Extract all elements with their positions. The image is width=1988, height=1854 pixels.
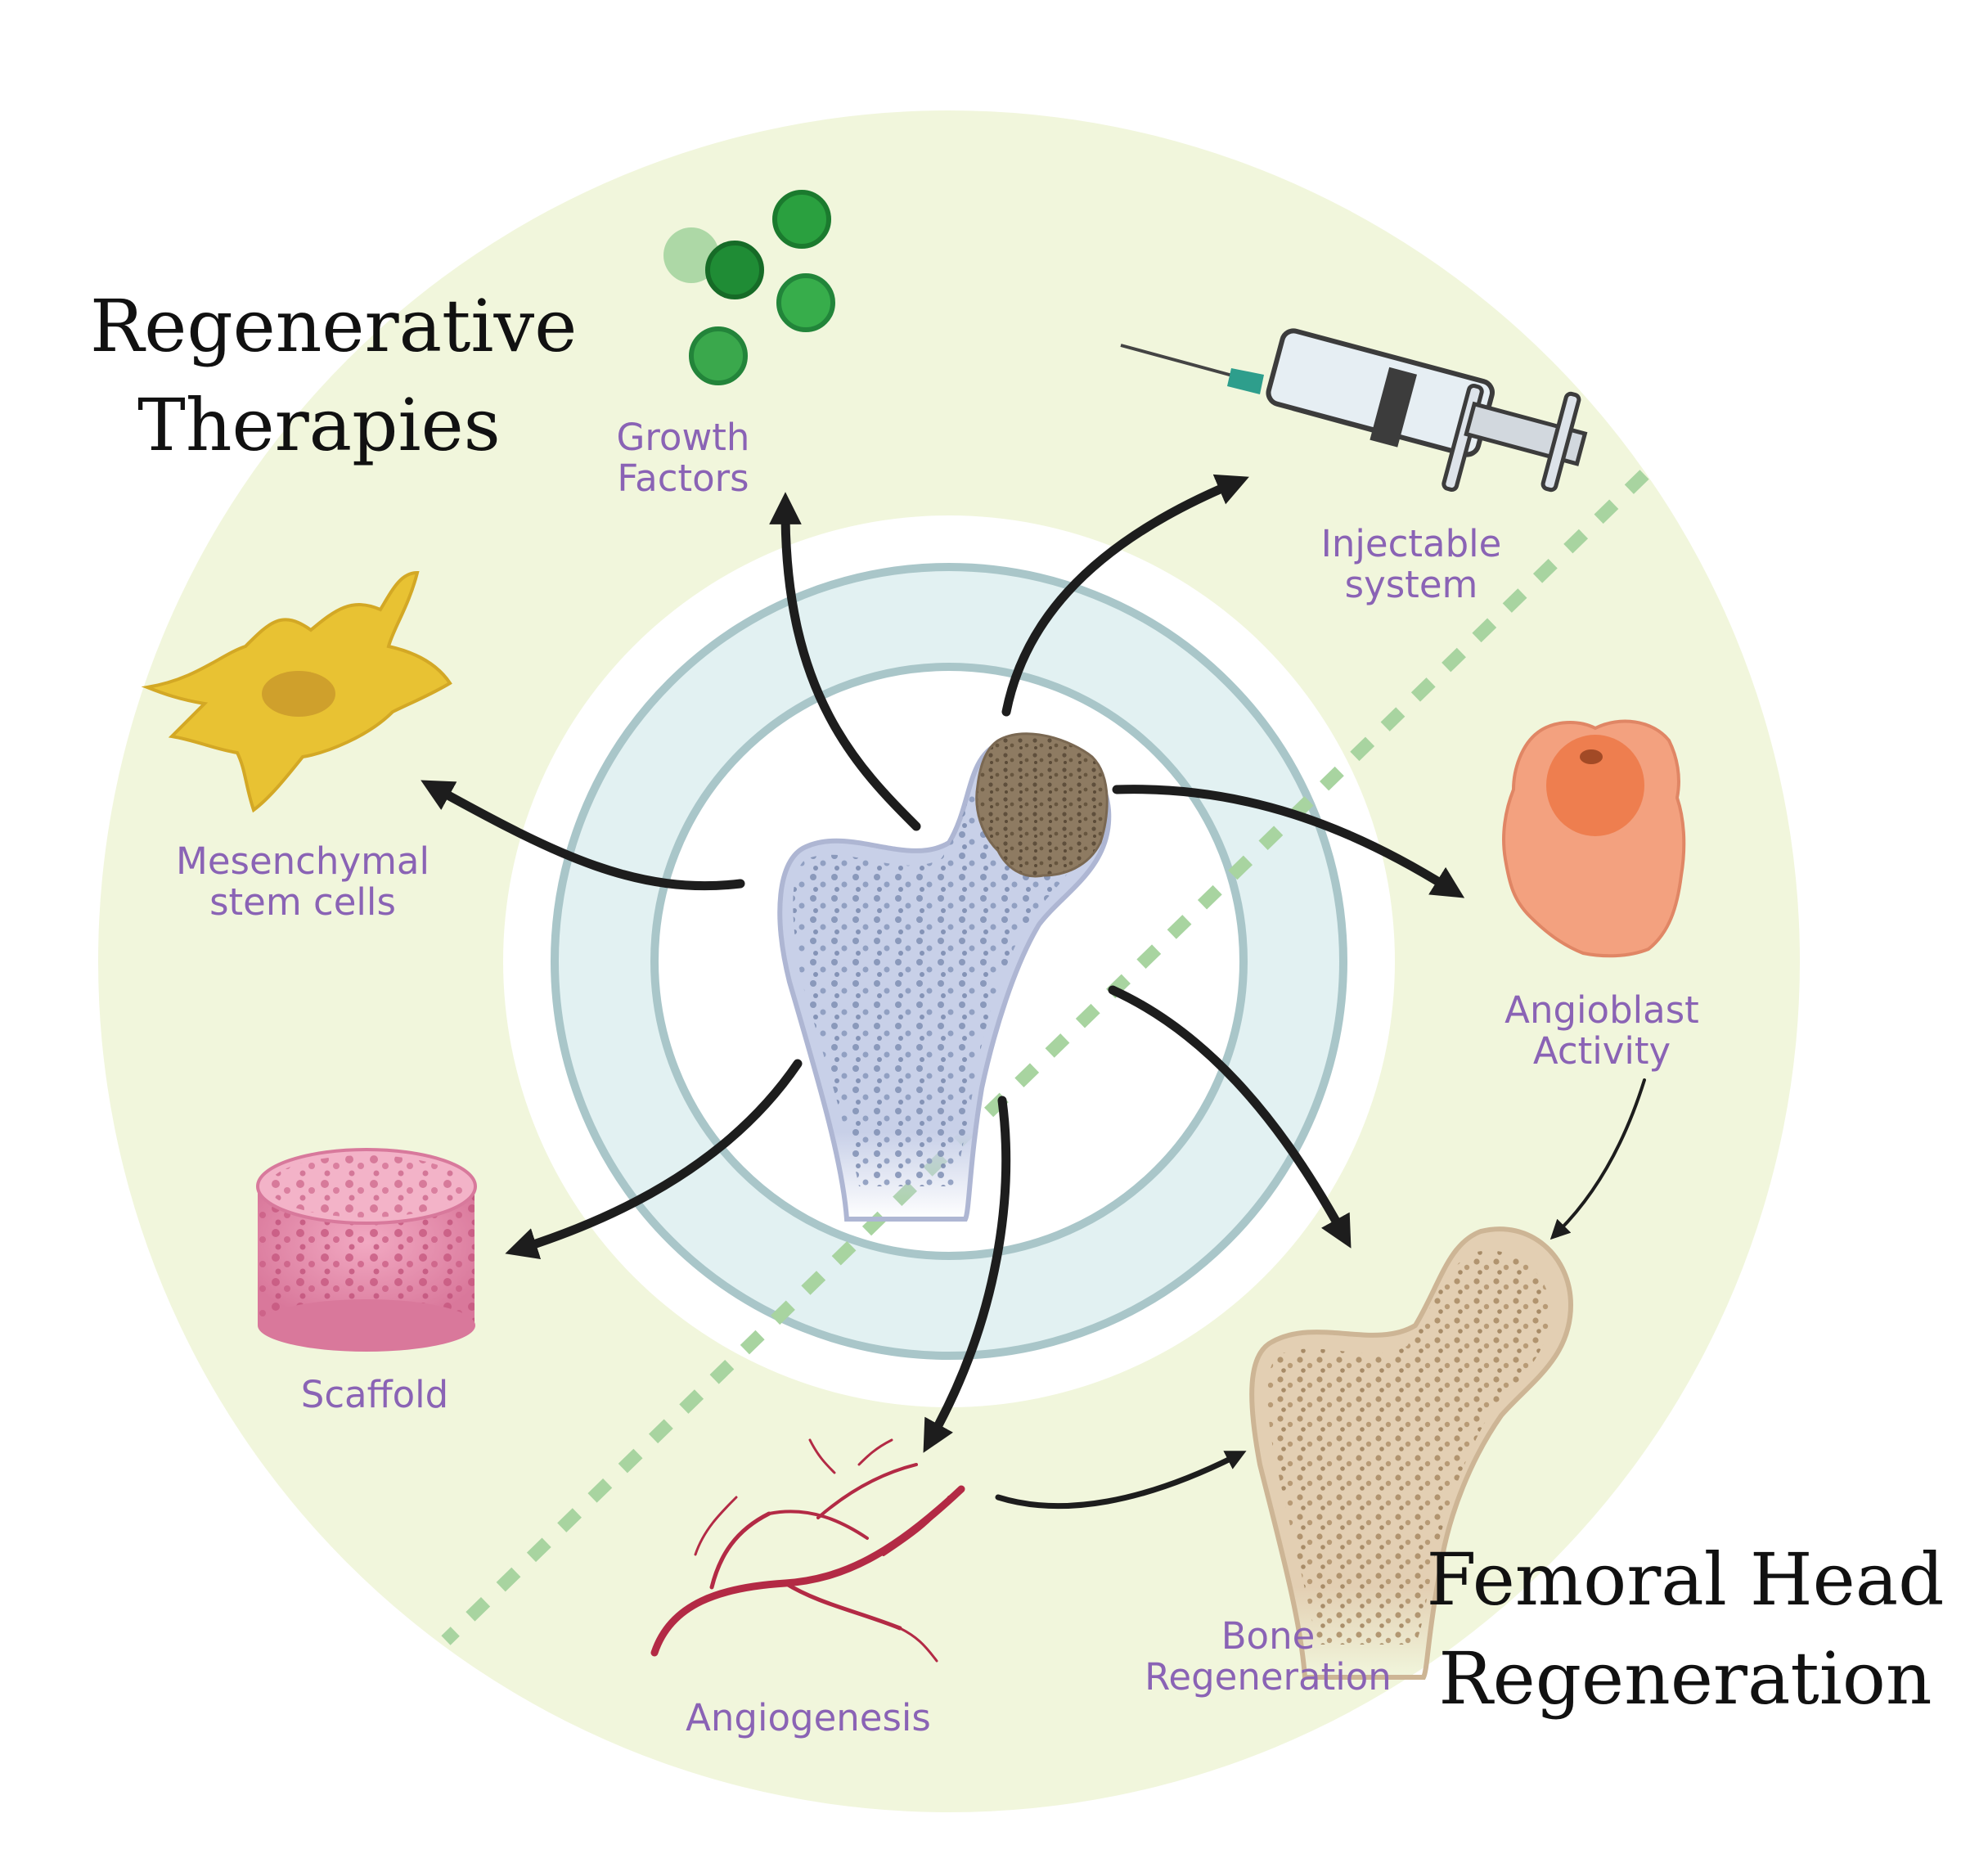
title-right-line-1: Femoral Head	[1426, 1537, 1945, 1622]
arrow-to-growth-factors	[769, 492, 921, 831]
title-femoral-head-regeneration: Femoral Head Regeneration	[1424, 1530, 1947, 1729]
regenerated-femur-icon	[1249, 1226, 1574, 1680]
arrow-to-bone-regeneration	[1108, 985, 1352, 1249]
arrow-to-scaffold	[505, 1059, 803, 1259]
label-angiogenesis: Angiogenesis	[686, 1696, 931, 1739]
title-left-line-2: Therapies	[137, 383, 501, 468]
mesenchymal-stem-cell-icon	[141, 570, 452, 813]
arrows	[421, 474, 1646, 1510]
arrow-to-angioblast	[1112, 785, 1465, 898]
growth-factors-icon	[663, 190, 835, 385]
label-mesenchymal-stem-cells: Mesenchymal stem cells	[176, 839, 430, 924]
blood-vessel-icon	[650, 1438, 965, 1663]
angioblast-icon	[1502, 719, 1686, 958]
label-bone-regeneration: Bone Regeneration	[1145, 1614, 1392, 1699]
central-femur-icon	[777, 732, 1112, 1222]
arrow-to-angiogenesis	[923, 1096, 1011, 1453]
arrow-to-stem-cells	[421, 780, 745, 891]
syringe-icon	[1120, 328, 1588, 493]
label-scaffold: Scaffold	[300, 1373, 449, 1416]
scaffold-icon	[256, 1148, 477, 1352]
arrow-to-injectable-system	[1001, 474, 1249, 717]
title-right-line-2: Regeneration	[1438, 1636, 1932, 1721]
title-left-line-1: Regenerative	[90, 284, 578, 368]
label-injectable-system: Injectable system	[1320, 522, 1502, 606]
arrow-angiogenesis-to-bone	[995, 1451, 1247, 1510]
arrow-angioblast-to-bone	[1549, 1078, 1646, 1240]
label-angioblast-activity: Angioblast Activity	[1504, 988, 1699, 1073]
title-regenerative-therapies: Regenerative Therapies	[90, 277, 578, 475]
label-growth-factors: Growth Factors	[616, 416, 750, 500]
